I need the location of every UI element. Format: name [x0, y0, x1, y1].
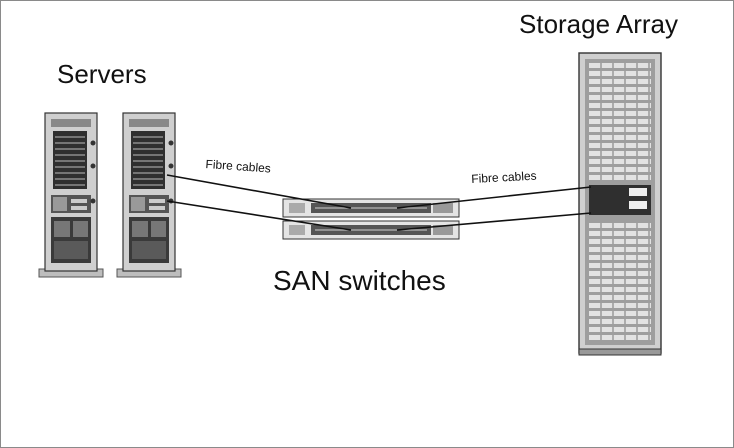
rack-drive-row: [589, 111, 651, 116]
san-switch-upper-icon: [282, 198, 460, 218]
fibre-cables-label-right: Fibre cables: [470, 168, 537, 186]
rack-drive-row: [589, 271, 651, 276]
fibre-cables: [166, 174, 592, 231]
rack-drive-row: [589, 319, 651, 324]
rack-drive-row: [589, 311, 651, 316]
rack-drive-row: [589, 255, 651, 260]
rack-drive-row: [589, 95, 651, 100]
rack-drive-row: [589, 303, 651, 308]
san-switches-label: SAN switches: [273, 265, 446, 296]
rack-drive-row: [589, 231, 651, 236]
rack-drive-row: [589, 119, 651, 124]
rack-drive-row: [589, 87, 651, 92]
storage-array-label: Storage Array: [519, 9, 678, 39]
rack-drive-row: [589, 71, 651, 76]
rack-drive-row: [589, 239, 651, 244]
rack-drive-row: [589, 223, 651, 228]
rack-drive-row: [589, 175, 651, 180]
rack-drive-row: [589, 247, 651, 252]
cable-server-to-switch-upper: [166, 174, 352, 209]
cable-switch-upper-to-storage: [396, 186, 592, 209]
rack-drive-row: [589, 335, 651, 340]
rack-drive-row: [589, 63, 651, 68]
rack-drive-row: [589, 79, 651, 84]
rack-drive-row: [589, 143, 651, 148]
rack-drive-row: [589, 295, 651, 300]
rack-drive-row: [589, 327, 651, 332]
rack-drive-row: [589, 167, 651, 172]
rack-drive-row: [589, 159, 651, 164]
cable-switch-lower-to-storage: [396, 212, 592, 231]
server-2-icon: [116, 112, 182, 278]
rack-drive-row: [589, 263, 651, 268]
cable-server-to-switch-lower: [166, 200, 352, 231]
rack-drive-row: [589, 279, 651, 284]
server-1-icon: [38, 112, 104, 278]
rack-drive-row: [589, 103, 651, 108]
rack-drive-row: [589, 135, 651, 140]
servers-label: Servers: [57, 59, 147, 89]
rack-drive-row: [589, 127, 651, 132]
rack-drive-row: [589, 151, 651, 156]
storage-array-icon: [578, 52, 662, 356]
rack-drive-row: [589, 287, 651, 292]
